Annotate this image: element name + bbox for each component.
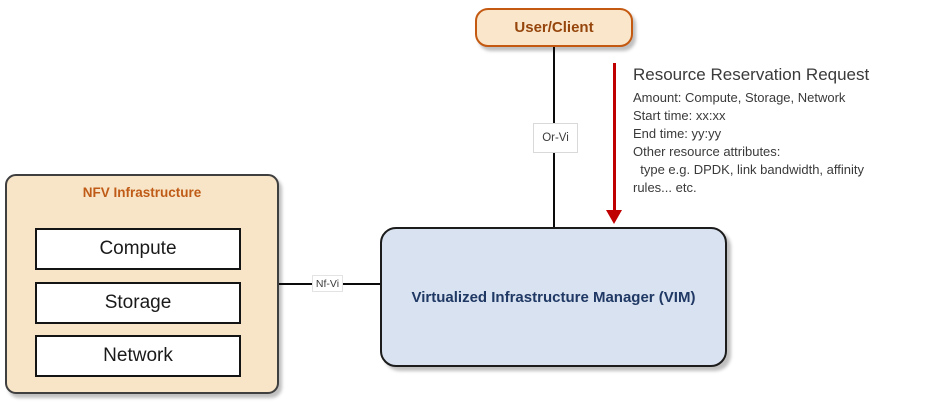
connector-label-or-vi-text: Or-Vi xyxy=(542,132,569,144)
connector-label-nf-vi-text: Nf-Vi xyxy=(315,277,340,290)
request-arrow-head-icon xyxy=(606,210,622,224)
node-compute: Compute xyxy=(35,228,241,270)
annotation-line: Amount: Compute, Storage, Network xyxy=(633,90,846,105)
annotation-line: Start time: xx:xx xyxy=(633,108,726,123)
connector-label-nf-vi: Nf-Vi xyxy=(312,275,343,292)
node-user-client: User/Client xyxy=(475,8,633,47)
node-storage-label: Storage xyxy=(104,292,172,313)
node-vim: Virtualized Infrastructure Manager (VIM) xyxy=(380,227,727,367)
annotation-block: Resource Reservation Request Amount: Com… xyxy=(633,63,938,197)
node-compute-label: Compute xyxy=(99,238,177,259)
node-vim-label: Virtualized Infrastructure Manager (VIM) xyxy=(411,288,696,306)
annotation-line: End time: yy:yy xyxy=(633,126,722,141)
node-network-label: Network xyxy=(103,345,173,366)
node-user-client-label: User/Client xyxy=(514,19,594,36)
annotation-title: Resource Reservation Request xyxy=(633,65,870,84)
connector-label-or-vi: Or-Vi xyxy=(533,123,578,153)
node-network: Network xyxy=(35,335,241,377)
annotation-line: rules... etc. xyxy=(633,180,697,195)
annotation-line: type e.g. DPDK, link bandwidth, affinity xyxy=(633,162,864,177)
node-nfv-infrastructure-title: NFV Infrastructure xyxy=(82,185,202,200)
node-nfv-infrastructure: NFV Infrastructure Compute Storage Netwo… xyxy=(5,174,279,394)
annotation-line: Other resource attributes: xyxy=(633,144,781,159)
request-arrow-line xyxy=(613,63,616,211)
node-storage: Storage xyxy=(35,282,241,324)
